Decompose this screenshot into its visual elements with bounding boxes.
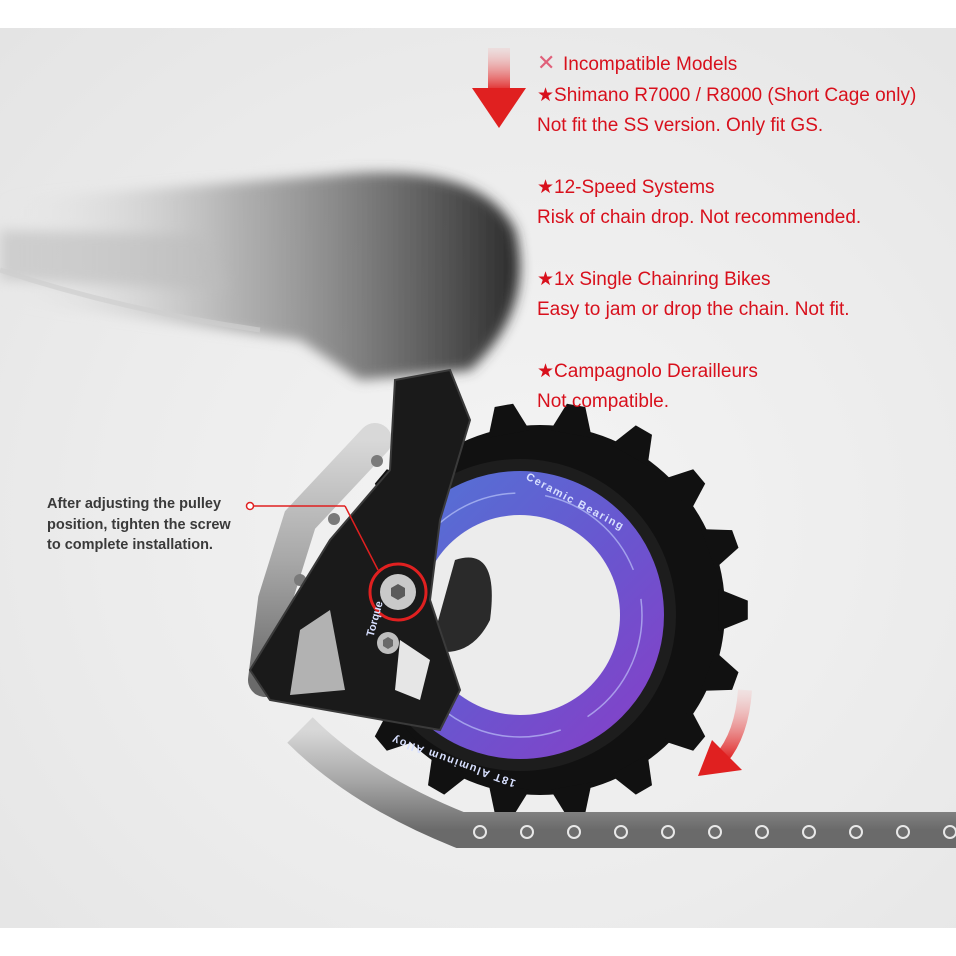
pulley-tooth [718, 589, 748, 631]
model-note: Risk of chain drop. Not recommended. [537, 207, 862, 228]
pulley-tooth [663, 708, 706, 751]
pulley-tooth [550, 782, 592, 817]
pulley-tooth [550, 403, 592, 438]
cable [0, 267, 261, 333]
rotation-arrow [698, 689, 752, 776]
model-note: Not compatible. [537, 391, 670, 412]
pulley-tooth [700, 529, 739, 569]
model-note: Easy to jam or drop the chain. Not fit. [537, 299, 850, 320]
callout-leader [245, 501, 379, 571]
model-name: ★Shimano R7000 / R8000 (Short Cage only) [537, 84, 917, 106]
pulley-tooth [611, 754, 652, 795]
pulley-tooth [611, 425, 652, 466]
cross-icon: ✕ [537, 50, 556, 75]
model-name: ★1x Single Chainring Bikes [537, 268, 771, 290]
pulley-tooth [663, 469, 706, 512]
chain-pin [802, 825, 816, 839]
pulley-tooth [700, 651, 739, 691]
lower-chain [287, 717, 956, 848]
model-name: ★Campagnolo Derailleurs [537, 360, 758, 382]
model-note: Not fit the SS version. Only fit GS. [537, 115, 824, 136]
callout-line: to complete installation. [47, 537, 213, 553]
incompatible-models-panel: ✕ Incompatible Models ★Shimano R7000 / R8… [537, 48, 956, 418]
screw [368, 562, 428, 654]
chain-pin [896, 825, 910, 839]
derailleur-illustration: Ceramic Bearing 18T Aluminum Alloy Torqu… [0, 48, 956, 848]
chain-pin [473, 825, 487, 839]
callout-line: After adjusting the pulley [47, 496, 222, 512]
callout-line: position, tighten the screw [47, 516, 231, 533]
down-arrow [472, 48, 526, 128]
chain-pin [849, 825, 863, 839]
incompatible-heading: Incompatible Models [563, 54, 738, 75]
chain-pin [567, 825, 581, 839]
chain-pin [520, 825, 534, 839]
pulley-tooth [428, 754, 469, 795]
chain-pin [755, 825, 769, 839]
model-name: ★12-Speed Systems [537, 176, 715, 198]
derailleur-body [0, 172, 520, 380]
pulley-tooth [488, 403, 530, 438]
chain-pin [661, 825, 675, 839]
installation-callout: After adjusting the pulley position, tig… [47, 494, 277, 556]
chain-pin [708, 825, 722, 839]
incompatible-heading-row: ✕ Incompatible Models [537, 48, 956, 81]
chain-pin [943, 825, 956, 839]
chain-pin [614, 825, 628, 839]
pulley-tooth [488, 782, 530, 817]
